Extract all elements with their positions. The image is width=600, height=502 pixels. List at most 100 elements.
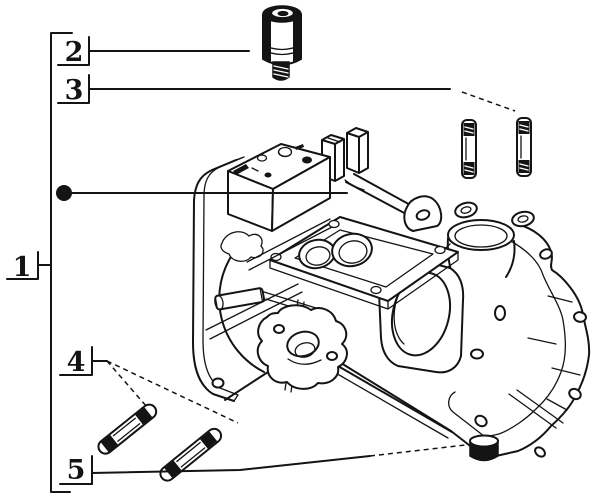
callout-3-bracket — [57, 74, 90, 104]
reference-leader — [56, 185, 348, 201]
main-bore — [390, 271, 452, 357]
callout-4[interactable]: 4 — [59, 346, 239, 424]
dowel-pin-part — [97, 403, 158, 455]
bolt-hole — [534, 446, 546, 458]
stud-thread-marks — [464, 126, 474, 173]
internal-rods — [205, 283, 317, 393]
callout-1[interactable]: 1 — [6, 251, 52, 283]
callout-2-bracket — [57, 36, 90, 66]
callout-4-pointer-b — [106, 360, 239, 424]
deck-slot — [233, 164, 249, 175]
spacer-facet-left — [263, 14, 271, 63]
pin-band — [164, 460, 182, 478]
ear-hole — [460, 206, 472, 214]
case-inner-wall — [480, 239, 567, 439]
callout-4-bracket — [59, 346, 93, 376]
case-bottom-edges — [224, 365, 453, 433]
deck-hole — [256, 154, 268, 162]
shading-ticks — [527, 295, 581, 376]
callout-5[interactable]: 5 — [59, 443, 475, 486]
stud-thread-bottom — [463, 162, 475, 175]
plate-inner-rim — [294, 229, 434, 288]
deck-slot — [295, 144, 304, 150]
post-rear — [346, 127, 369, 174]
case-bottom-edge-inner — [333, 371, 449, 439]
callout-2-label[interactable]: 2 — [65, 37, 84, 68]
corner-hole — [434, 245, 446, 255]
spigot-bore — [454, 224, 508, 248]
deck-hole — [264, 172, 272, 178]
plug-part — [469, 434, 499, 462]
case-outline — [340, 223, 591, 458]
pin-band — [100, 434, 118, 453]
ear-boss — [511, 210, 535, 228]
callout-2[interactable]: 2 — [57, 36, 250, 68]
pin-band — [200, 431, 218, 449]
spacer-hole — [277, 10, 289, 17]
boss-hole — [494, 305, 506, 321]
pin-body — [97, 403, 158, 455]
dowel-end — [214, 294, 224, 311]
bottom-section — [224, 304, 453, 439]
reference-dot — [56, 185, 72, 201]
corner-hole — [328, 219, 340, 229]
flange-hole — [273, 324, 285, 334]
stud-part — [516, 117, 532, 177]
seal-lip — [294, 342, 316, 358]
flange-hole — [326, 351, 338, 361]
ear-hole — [415, 209, 431, 221]
callout-4-label[interactable]: 4 — [67, 347, 86, 378]
left-flange — [192, 156, 333, 402]
corner-hole — [370, 285, 382, 295]
flange-outline — [192, 159, 237, 402]
gasket-plate — [269, 216, 459, 310]
bolt-hole — [573, 311, 587, 323]
bolt-hole — [474, 414, 488, 428]
case-right-half — [340, 223, 591, 458]
stud-thread-top — [518, 121, 530, 134]
ear-outline — [403, 195, 443, 232]
callout-system: 1 2 3 4 5 — [6, 32, 516, 493]
callout-5-label[interactable]: 5 — [67, 455, 86, 486]
dowel-pin-part — [159, 427, 223, 482]
callout-1-label[interactable]: 1 — [13, 252, 32, 283]
port-inner — [305, 246, 331, 266]
crankcase-drawing — [192, 127, 591, 462]
ear-boss — [454, 201, 478, 219]
spacer-groove — [262, 44, 302, 56]
horizontal-dowel — [214, 287, 266, 311]
callout-1-bracket — [6, 251, 52, 280]
deck-hole — [302, 156, 312, 164]
bottom-bracket-bars — [448, 389, 568, 448]
callout-3[interactable]: 3 — [57, 74, 516, 112]
stud-thread-bottom — [518, 160, 530, 173]
pin-shade-lines — [112, 417, 141, 442]
seal-lower-lip — [287, 358, 322, 365]
pin-shade-lines — [176, 441, 206, 468]
bolt-hole — [568, 387, 582, 401]
flange-bolt-hole — [211, 377, 225, 389]
callout-5-pointer — [369, 443, 475, 457]
dowel-edge — [259, 287, 264, 303]
cradle-rods — [205, 283, 303, 340]
brace-lines — [246, 218, 333, 271]
deck-tick — [251, 167, 259, 172]
boss-hole — [470, 348, 484, 360]
stud-thread-marks — [519, 124, 529, 171]
callout-5-bracket — [59, 455, 93, 485]
callout-3-label[interactable]: 3 — [65, 75, 84, 106]
callout-4-pointer-a — [106, 360, 148, 408]
crank-chamber-arc — [218, 251, 265, 373]
stud-part — [461, 119, 477, 179]
top-deck — [227, 127, 369, 232]
deck-hole-shade — [278, 152, 291, 158]
plug-top — [469, 434, 499, 448]
port-opening — [331, 232, 373, 268]
cylinder-spigot — [422, 201, 535, 279]
ridge-lines — [345, 173, 415, 216]
plate-thickness — [269, 251, 459, 310]
callout-3-pointer — [461, 91, 516, 112]
bolt-hole — [539, 248, 553, 260]
